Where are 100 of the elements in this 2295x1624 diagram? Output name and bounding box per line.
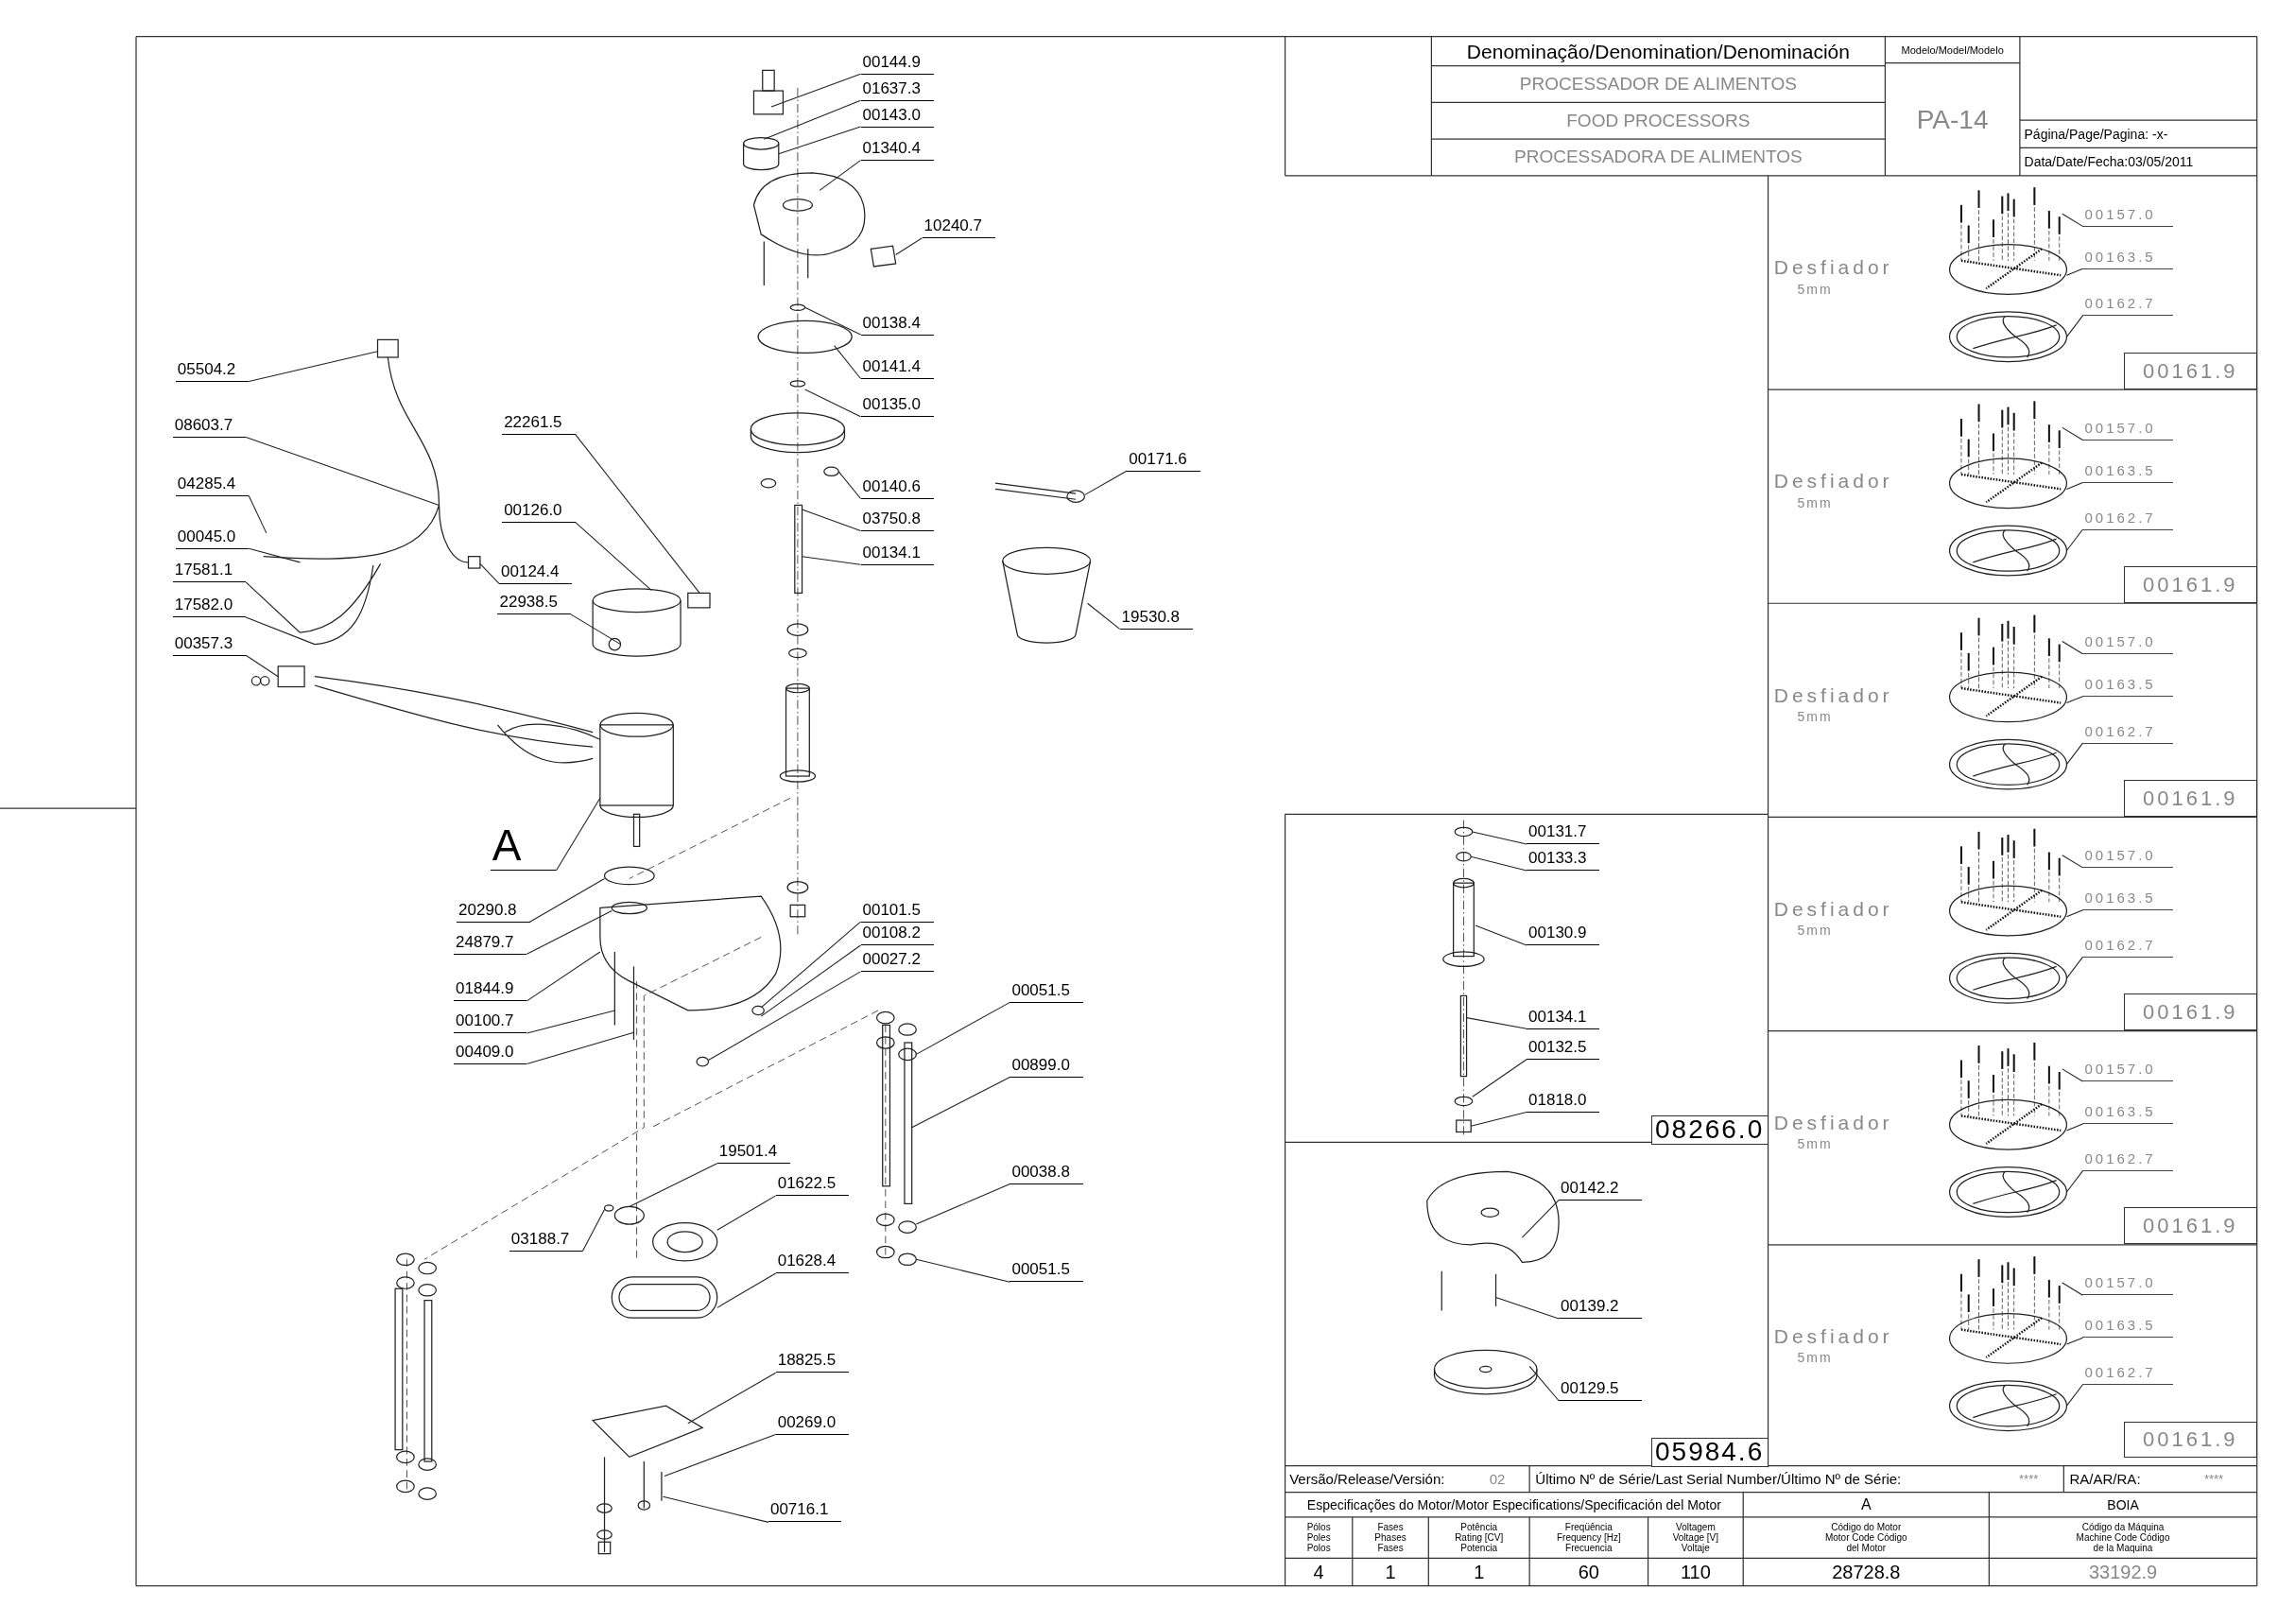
leader-line: [2062, 1068, 2083, 1082]
variant-name: Desfiador: [1773, 897, 1893, 921]
lid-assembly-drawing: [1426, 1170, 1560, 1395]
leader-line: [770, 73, 862, 108]
part-number: 00157.0: [2082, 1059, 2174, 1082]
leader-line: [915, 1258, 1010, 1283]
assembly-code: 00161.9: [2123, 1421, 2257, 1459]
leader-line: [575, 433, 700, 594]
field-caption: RA/AR/RA:: [2069, 1471, 2141, 1488]
part-number: 00163.5: [2082, 1315, 2174, 1339]
date-field: Data/Date/Fecha:03/05/2011: [2024, 154, 2194, 170]
leader-line: [837, 471, 862, 500]
leader-line: [629, 1163, 718, 1208]
leader-line: [529, 877, 606, 923]
leader-line: [760, 944, 862, 1017]
leader-line: [1470, 1112, 1527, 1127]
table-value: 28728.8: [1832, 1561, 1901, 1583]
leader-line: [555, 797, 601, 872]
leader-line: [834, 345, 862, 379]
cutting-disc-drawing: [1948, 828, 2068, 1004]
part-number: 00163.5: [2082, 674, 2174, 698]
leader-line: [1521, 1200, 1560, 1238]
leader-line: [915, 1001, 1010, 1055]
product-name: FOOD PROCESSORS: [1566, 110, 1751, 131]
leader-line: [2065, 696, 2083, 704]
leader-line: [1472, 1059, 1527, 1097]
table-value: 110: [1680, 1561, 1711, 1583]
part-number: 00162.7: [2082, 507, 2174, 530]
variant-name: Desfiador: [1773, 683, 1893, 707]
leader-line: [2065, 1384, 2083, 1407]
assembly-code: 00161.9: [2123, 353, 2257, 389]
variant-name: Desfiador: [1773, 1111, 1893, 1134]
part-number: 00171.6: [1127, 448, 1200, 472]
variant-size: 5mm: [1797, 923, 1833, 939]
leader-line: [915, 1183, 1010, 1225]
part-number: 00134.1: [1527, 1006, 1600, 1029]
part-number: 00157.0: [2082, 418, 2174, 441]
leader-line: [575, 521, 652, 591]
leader-line: [2062, 1282, 2083, 1296]
column-header: Pólos Poles Polos: [1305, 1522, 1332, 1554]
leader-line: [570, 613, 622, 646]
leader-line: [526, 1031, 635, 1064]
leader-line: [479, 562, 500, 584]
part-number: 00132.5: [1527, 1037, 1600, 1061]
leader-line: [248, 351, 379, 383]
leader-line: [245, 654, 279, 678]
assembly-code: 05984.6: [1650, 1437, 1769, 1467]
cutting-disc-drawing: [1948, 401, 2068, 577]
leader-line: [802, 509, 862, 532]
leader-line: [2065, 528, 2083, 551]
leader-line: [2065, 956, 2083, 979]
leader-line: [1470, 855, 1527, 872]
column-header: Código da Máquina Machine Code Código de la Maquina: [2075, 1522, 2171, 1554]
part-number: 00129.5: [1559, 1377, 1643, 1401]
part-number: 00162.7: [2082, 1148, 2174, 1171]
product-name: PROCESSADORA DE ALIMENTOS: [1514, 147, 1803, 168]
leader-line: [1495, 1297, 1560, 1320]
variant-size: 5mm: [1797, 281, 1833, 297]
release-number: 02: [1489, 1471, 1506, 1488]
leader-line: [687, 1372, 777, 1425]
assembly-code: 08266.0: [1650, 1114, 1769, 1145]
leader-line: [1528, 1365, 1560, 1402]
part-number: 00157.0: [2082, 631, 2174, 655]
variant-name: Desfiador: [1773, 470, 1893, 493]
leader-line: [1472, 831, 1527, 845]
column-header: Voltagem Voltage [V] Voltaje: [1671, 1522, 1720, 1554]
leader-line: [763, 99, 862, 140]
cutting-disc-drawing: [1948, 1042, 2068, 1218]
part-number: 00144.9: [860, 51, 934, 75]
leader-line: [707, 971, 862, 1062]
part-number: 00162.7: [2082, 720, 2174, 744]
food-processor-exploded-drawing: [250, 69, 1092, 1555]
variant-size: 5mm: [1797, 1350, 1833, 1366]
leader-line: [662, 1495, 769, 1523]
leader-line: [2065, 1170, 2083, 1193]
assembly-code: 00161.9: [2123, 566, 2257, 603]
column-header: Freqüência Frequency [Hz] Frecuencia: [1555, 1522, 1622, 1554]
leader-line: [526, 951, 601, 1002]
leader-line: [802, 556, 862, 565]
leader-line: [716, 1272, 777, 1308]
leader-line: [2065, 1337, 2083, 1345]
leader-line: [804, 306, 862, 336]
leader-line: [1086, 602, 1121, 630]
table-value: 1: [1474, 1561, 1485, 1583]
part-number: 00162.7: [2082, 934, 2174, 958]
variant-name: Desfiador: [1773, 256, 1893, 280]
part-number: 17581.1: [172, 560, 247, 583]
leader-line: [2065, 909, 2083, 918]
variant-size: 5mm: [1797, 708, 1833, 724]
leader-line: [2065, 315, 2083, 337]
leader-line: [760, 921, 862, 1009]
part-number: 00157.0: [2082, 204, 2174, 227]
leader-line: [1475, 924, 1527, 946]
leader-line: [245, 436, 440, 506]
part-number: 00357.3: [172, 632, 247, 656]
part-number: 00139.2: [1559, 1296, 1643, 1320]
variant-size: 5mm: [1797, 494, 1833, 510]
part-number: 00163.5: [2082, 246, 2174, 269]
table-value: 4: [1313, 1561, 1324, 1583]
leader-line: [2062, 213, 2083, 227]
